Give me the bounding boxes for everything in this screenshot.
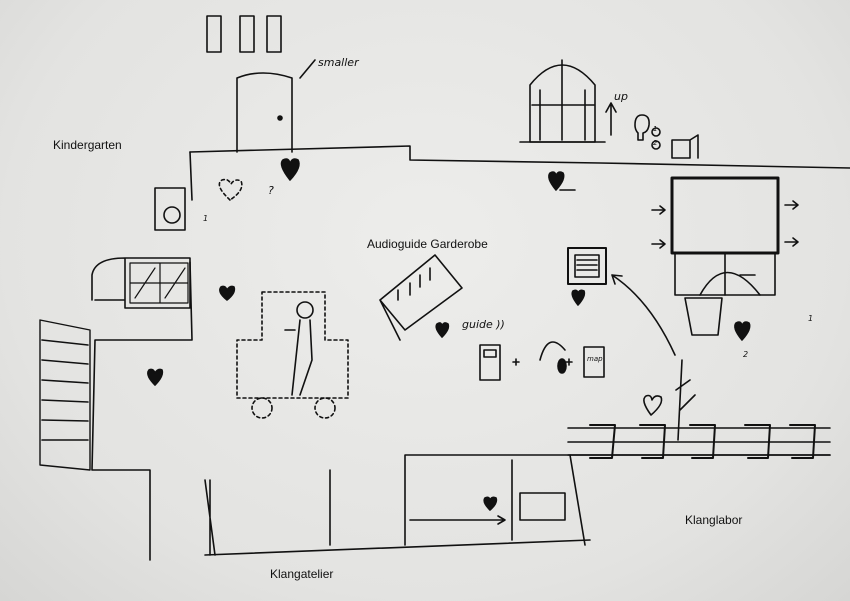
label-klanglabor: Klanglabor [685,513,743,527]
note-up: up [614,90,628,103]
note-number-1-left: 1 [203,214,209,223]
note-number-1: 1 [653,125,658,133]
note-number-2-right: 2 [743,350,749,359]
note-question: ? [268,184,274,197]
heart-icons [147,158,751,511]
note-smaller: smaller [318,56,359,69]
note-number-1-right: 1 [808,314,814,323]
label-klangatelier: Klangatelier [270,567,334,581]
note-guide: guide )) [462,318,505,331]
label-audioguide-garderobe: Audioguide Garderobe [367,237,488,251]
note-map: map [587,355,603,363]
arched-window [519,59,606,143]
label-kindergarten: Kindergarten [53,138,122,152]
walls [91,145,850,561]
small-windows [206,15,282,53]
note-number-2: 2 [653,139,658,147]
dashed-cart [236,291,349,419]
door [236,72,293,153]
up-arrow [605,102,617,136]
screen-structure [651,176,799,336]
shelves [567,424,831,459]
